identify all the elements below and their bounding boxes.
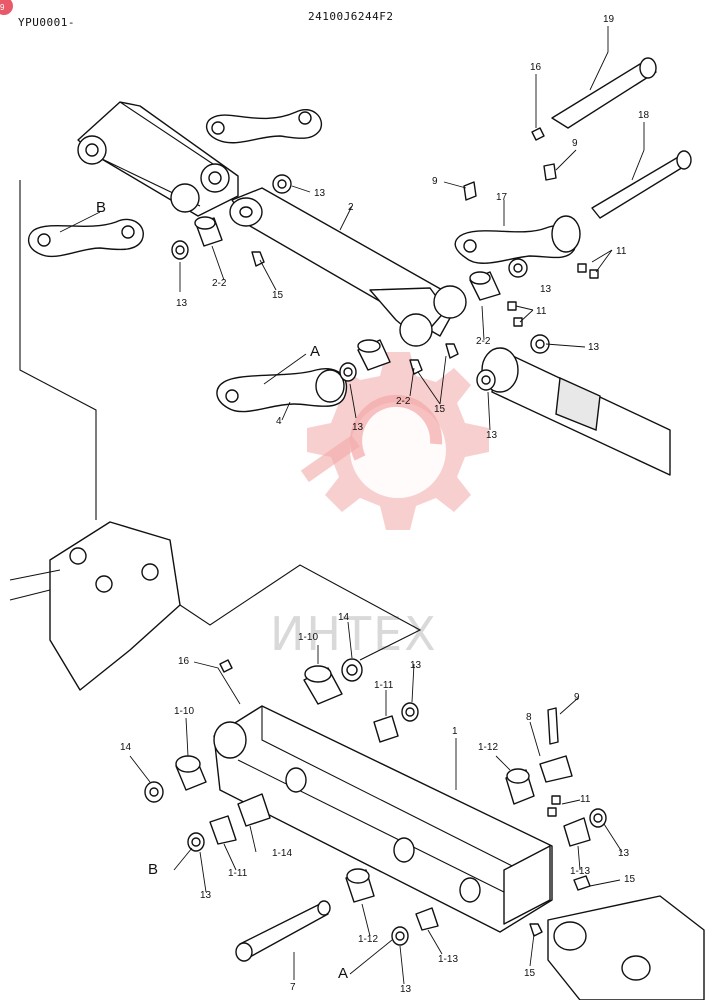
callout-15: 15	[524, 968, 536, 979]
callout-16: 16	[178, 656, 190, 667]
lower-frame-right	[547, 895, 705, 1001]
callout-15: 15	[272, 290, 284, 301]
pin-7	[235, 900, 331, 962]
callout-1-12: 1-12	[478, 742, 498, 753]
callout-13: 13	[410, 660, 422, 671]
callout-2-2: 2-2	[212, 278, 227, 289]
ref-a: A	[310, 343, 320, 360]
callout-1-10: 1-10	[174, 706, 194, 717]
callout-13: 13	[540, 284, 552, 295]
callout-13: 13	[200, 890, 212, 901]
callout-1-14: 1-14	[272, 848, 292, 859]
callout-14: 14	[338, 612, 350, 623]
lower-bushings	[144, 658, 607, 946]
callout-1-13: 1-13	[438, 954, 458, 965]
callout-1-10: 1-10	[298, 632, 318, 643]
pin-18	[591, 150, 692, 219]
callout-8: 8	[526, 712, 532, 723]
callout-13: 13	[486, 430, 498, 441]
callout-2-2: 2-2	[476, 336, 491, 347]
callout-9: 9	[432, 176, 438, 187]
callout-15: 15	[624, 874, 636, 885]
main-arm-1	[213, 705, 553, 933]
corner-badge	[0, 0, 13, 15]
callout-13: 13	[400, 984, 412, 995]
callout-2: 2	[348, 202, 354, 213]
callout-13: 13	[314, 188, 326, 199]
header-center-code: 24100J6244F2	[308, 10, 393, 23]
callout-19: 19	[603, 14, 615, 25]
callout-7: 7	[290, 982, 296, 993]
callout-13: 13	[618, 848, 630, 859]
callout-1: 1	[452, 726, 458, 737]
link-17-assembly	[454, 215, 581, 264]
callout-9: 9	[574, 692, 580, 703]
leader-lines	[59, 26, 645, 985]
callout-15: 15	[434, 404, 446, 415]
callout-1-12: 1-12	[358, 934, 378, 945]
callout-11: 11	[580, 794, 591, 805]
lower-fasteners	[219, 659, 591, 937]
frame-line-mid	[179, 564, 422, 661]
corner-badge-text: 9	[0, 3, 5, 12]
callout-16: 16	[530, 62, 542, 73]
callout-11: 11	[616, 246, 627, 257]
watermark-text: ИНТЕХ	[270, 607, 438, 661]
callout-18: 18	[638, 110, 650, 121]
callout-13: 13	[588, 342, 600, 353]
callout-17: 17	[496, 192, 508, 203]
top-link-assembly	[77, 101, 239, 217]
callout-13: 13	[176, 298, 188, 309]
cylinder-tube	[481, 347, 671, 476]
upper-bushings	[171, 174, 550, 391]
header-left-code: YPU0001-	[18, 16, 75, 29]
callout-labels: 19 16 18 9 9 17 13 2 11 13 11 13 13 2-2 …	[96, 14, 650, 995]
link-b	[27, 218, 144, 258]
arm-2	[229, 187, 467, 347]
lower-frame-left	[9, 521, 181, 691]
callout-14: 14	[120, 742, 132, 753]
callout-2-2: 2-2	[396, 396, 411, 407]
callout-1-11: 1-11	[228, 868, 248, 879]
ref-a-lower: A	[338, 965, 348, 982]
link-b-top-right	[205, 109, 323, 144]
ref-b: B	[96, 199, 106, 216]
callout-9: 9	[572, 138, 578, 149]
link-a-4	[216, 368, 348, 413]
frame-line-left	[19, 180, 97, 520]
callout-11: 11	[536, 306, 547, 317]
callout-1-11: 1-11	[374, 680, 394, 691]
ref-b-lower: B	[148, 861, 158, 878]
callout-4: 4	[276, 416, 282, 427]
pin-19	[551, 57, 657, 129]
callout-13: 13	[352, 422, 364, 433]
callout-1-13: 1-13	[570, 866, 590, 877]
